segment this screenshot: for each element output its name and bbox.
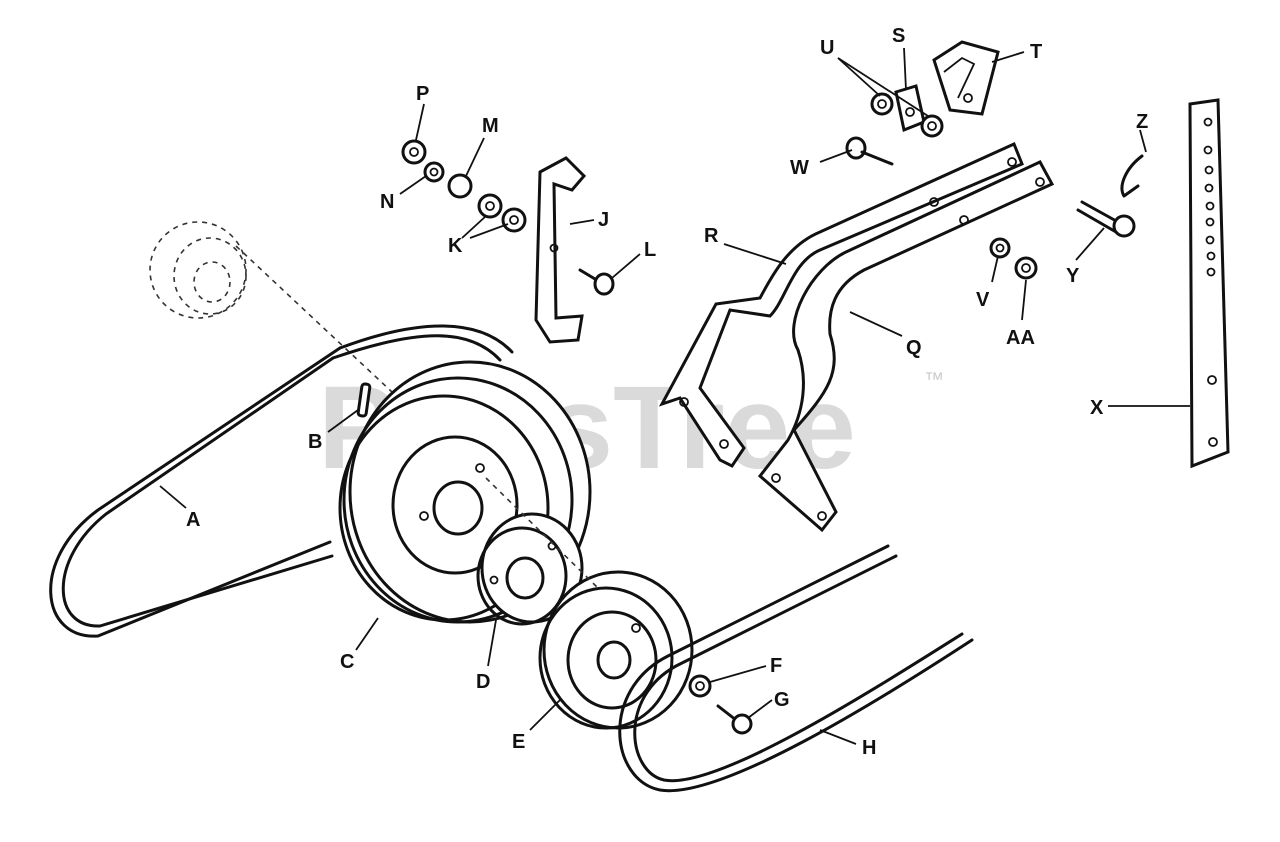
washer-n [423, 161, 445, 183]
frame-q [679, 157, 1055, 533]
watermark-trademark: ™ [924, 369, 944, 391]
nut-aa [1014, 256, 1038, 280]
label-k: K [448, 235, 463, 257]
pin-y [1076, 200, 1136, 238]
engine-pulley-outline [149, 221, 393, 393]
label-g: G [774, 689, 790, 711]
label-j: J [598, 209, 609, 231]
label-f: F [770, 655, 782, 677]
spacer-d [476, 512, 584, 626]
label-u: U [820, 37, 834, 59]
clip-t [932, 40, 1000, 116]
bolt-l [578, 268, 615, 296]
nut-v [989, 237, 1011, 259]
label-w: W [790, 157, 809, 179]
nut-p [401, 139, 427, 165]
bolt-g [716, 704, 753, 735]
washer-f [688, 674, 712, 698]
label-b: B [308, 431, 322, 453]
label-d: D [476, 671, 490, 693]
label-e: E [512, 731, 525, 753]
frame-r [658, 141, 1024, 468]
washers-u [870, 92, 944, 138]
spacer-s [894, 84, 926, 133]
label-s: S [892, 25, 905, 47]
label-r: R [704, 225, 719, 247]
label-z: Z [1136, 111, 1148, 133]
label-y: Y [1066, 265, 1080, 287]
belt-h [618, 544, 974, 793]
label-aa: AA [1006, 327, 1035, 349]
bar-x [1188, 98, 1230, 469]
pulley-e [538, 570, 694, 730]
hairpin-z [1120, 154, 1144, 198]
leader-lines [159, 47, 1190, 745]
washers-k [477, 193, 527, 233]
label-v: V [976, 289, 990, 311]
label-q: Q [906, 337, 922, 359]
bolt-w [845, 136, 894, 166]
label-l: L [644, 239, 656, 261]
label-c: C [340, 651, 354, 673]
key-b [356, 382, 372, 418]
label-x: X [1090, 397, 1104, 419]
spacer-m [447, 173, 473, 199]
label-n: N [380, 191, 394, 213]
label-h: H [862, 737, 876, 759]
label-a: A [186, 509, 200, 531]
label-p: P [416, 83, 429, 105]
belt-a [49, 324, 514, 638]
label-t: T [1030, 41, 1042, 63]
label-m: M [482, 115, 499, 137]
bracket-j [534, 156, 587, 344]
